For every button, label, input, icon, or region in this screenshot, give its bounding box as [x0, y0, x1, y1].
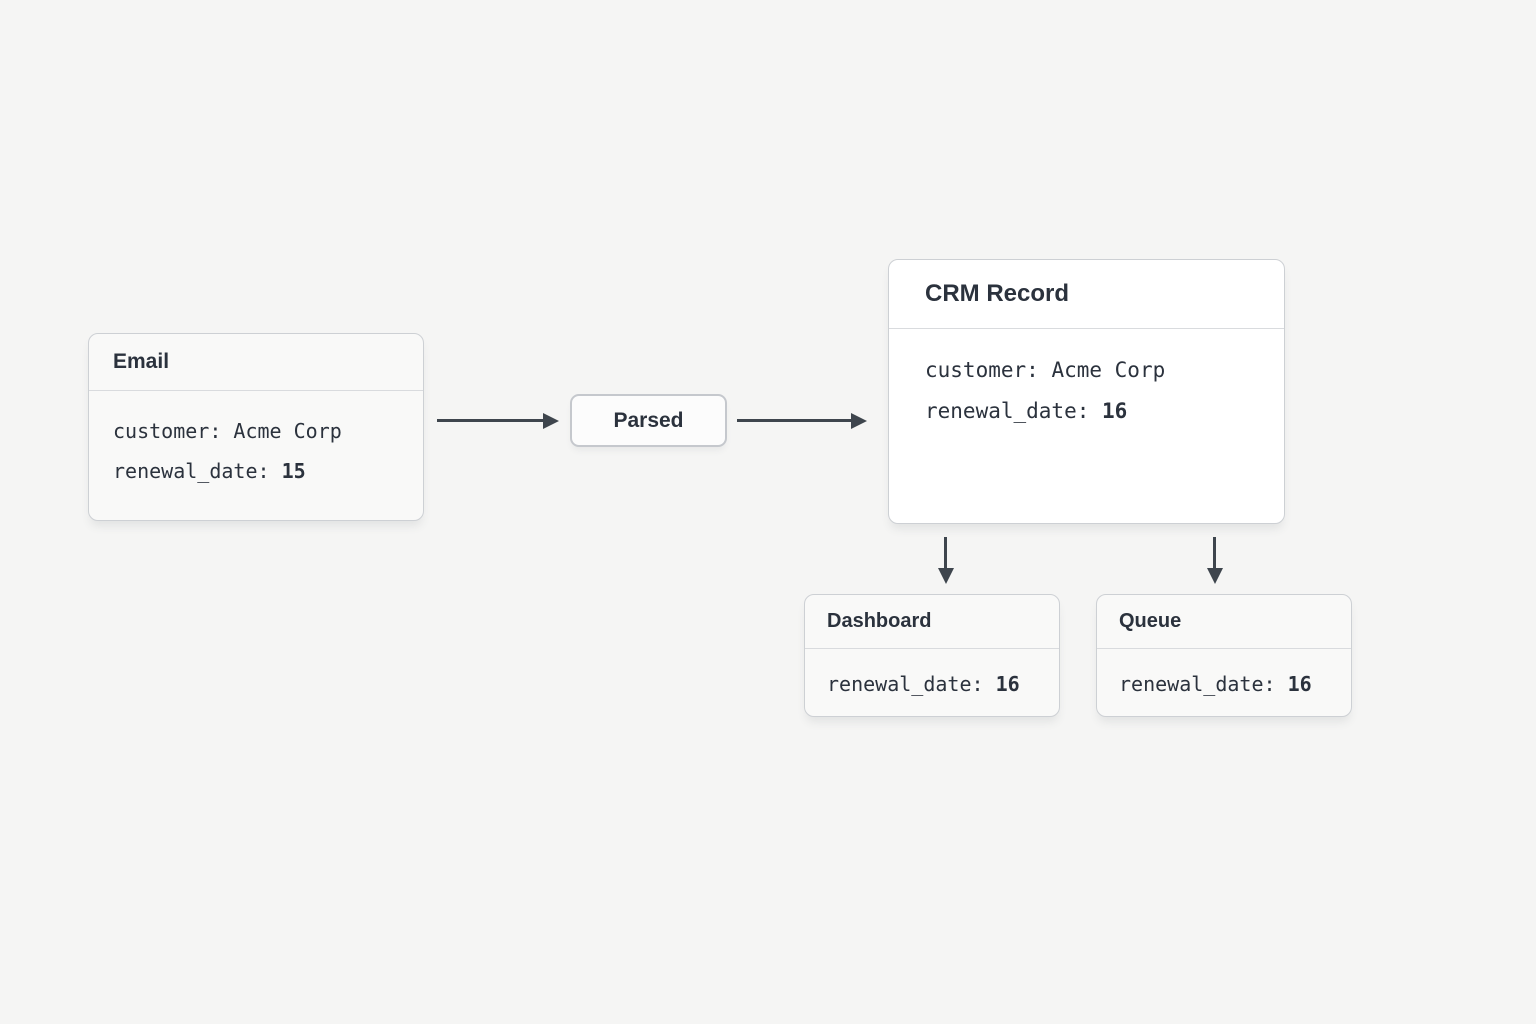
email-node-body: customer: Acme Corp renewal_date: 15: [89, 391, 423, 491]
field-value: 16: [1102, 399, 1128, 423]
crm-record-node-title: CRM Record: [889, 260, 1284, 329]
field-value: Acme Corp: [233, 419, 342, 443]
arrow-crm-to-queue: [1206, 537, 1223, 584]
dashboard-node-title: Dashboard: [805, 595, 1059, 649]
email-node-title: Email: [89, 334, 423, 391]
field-key: renewal_date:: [113, 459, 282, 483]
crm-field-customer: customer: Acme Corp: [925, 350, 1248, 391]
parsed-node-label: Parsed: [613, 408, 684, 432]
dashboard-node: Dashboard renewal_date: 16: [804, 594, 1060, 717]
queue-node: Queue renewal_date: 16: [1096, 594, 1352, 717]
queue-field-renewal-date: renewal_date: 16: [1119, 664, 1329, 704]
field-value: 16: [995, 672, 1020, 696]
dashboard-node-body: renewal_date: 16: [805, 649, 1059, 704]
email-node: Email customer: Acme Corp renewal_date: …: [88, 333, 424, 521]
field-key: renewal_date:: [1119, 672, 1288, 696]
field-key: customer:: [925, 358, 1052, 382]
parsed-node: Parsed: [570, 394, 727, 447]
arrow-parsed-to-crm: [737, 412, 867, 429]
queue-node-title: Queue: [1097, 595, 1351, 649]
crm-record-node-body: customer: Acme Corp renewal_date: 16: [889, 329, 1284, 432]
queue-node-body: renewal_date: 16: [1097, 649, 1351, 704]
email-field-renewal-date: renewal_date: 15: [113, 451, 399, 491]
email-field-customer: customer: Acme Corp: [113, 411, 399, 451]
field-key: renewal_date:: [925, 399, 1103, 423]
field-key: renewal_date:: [827, 672, 996, 696]
field-value: 16: [1287, 672, 1312, 696]
dashboard-field-renewal-date: renewal_date: 16: [827, 664, 1037, 704]
crm-record-node: CRM Record customer: Acme Corp renewal_d…: [888, 259, 1285, 524]
arrow-email-to-parsed: [437, 412, 559, 429]
field-value: Acme Corp: [1051, 358, 1166, 382]
crm-field-renewal-date: renewal_date: 16: [925, 391, 1248, 432]
field-key: customer:: [113, 419, 234, 443]
field-value: 15: [281, 459, 306, 483]
arrow-crm-to-dashboard: [937, 537, 954, 584]
